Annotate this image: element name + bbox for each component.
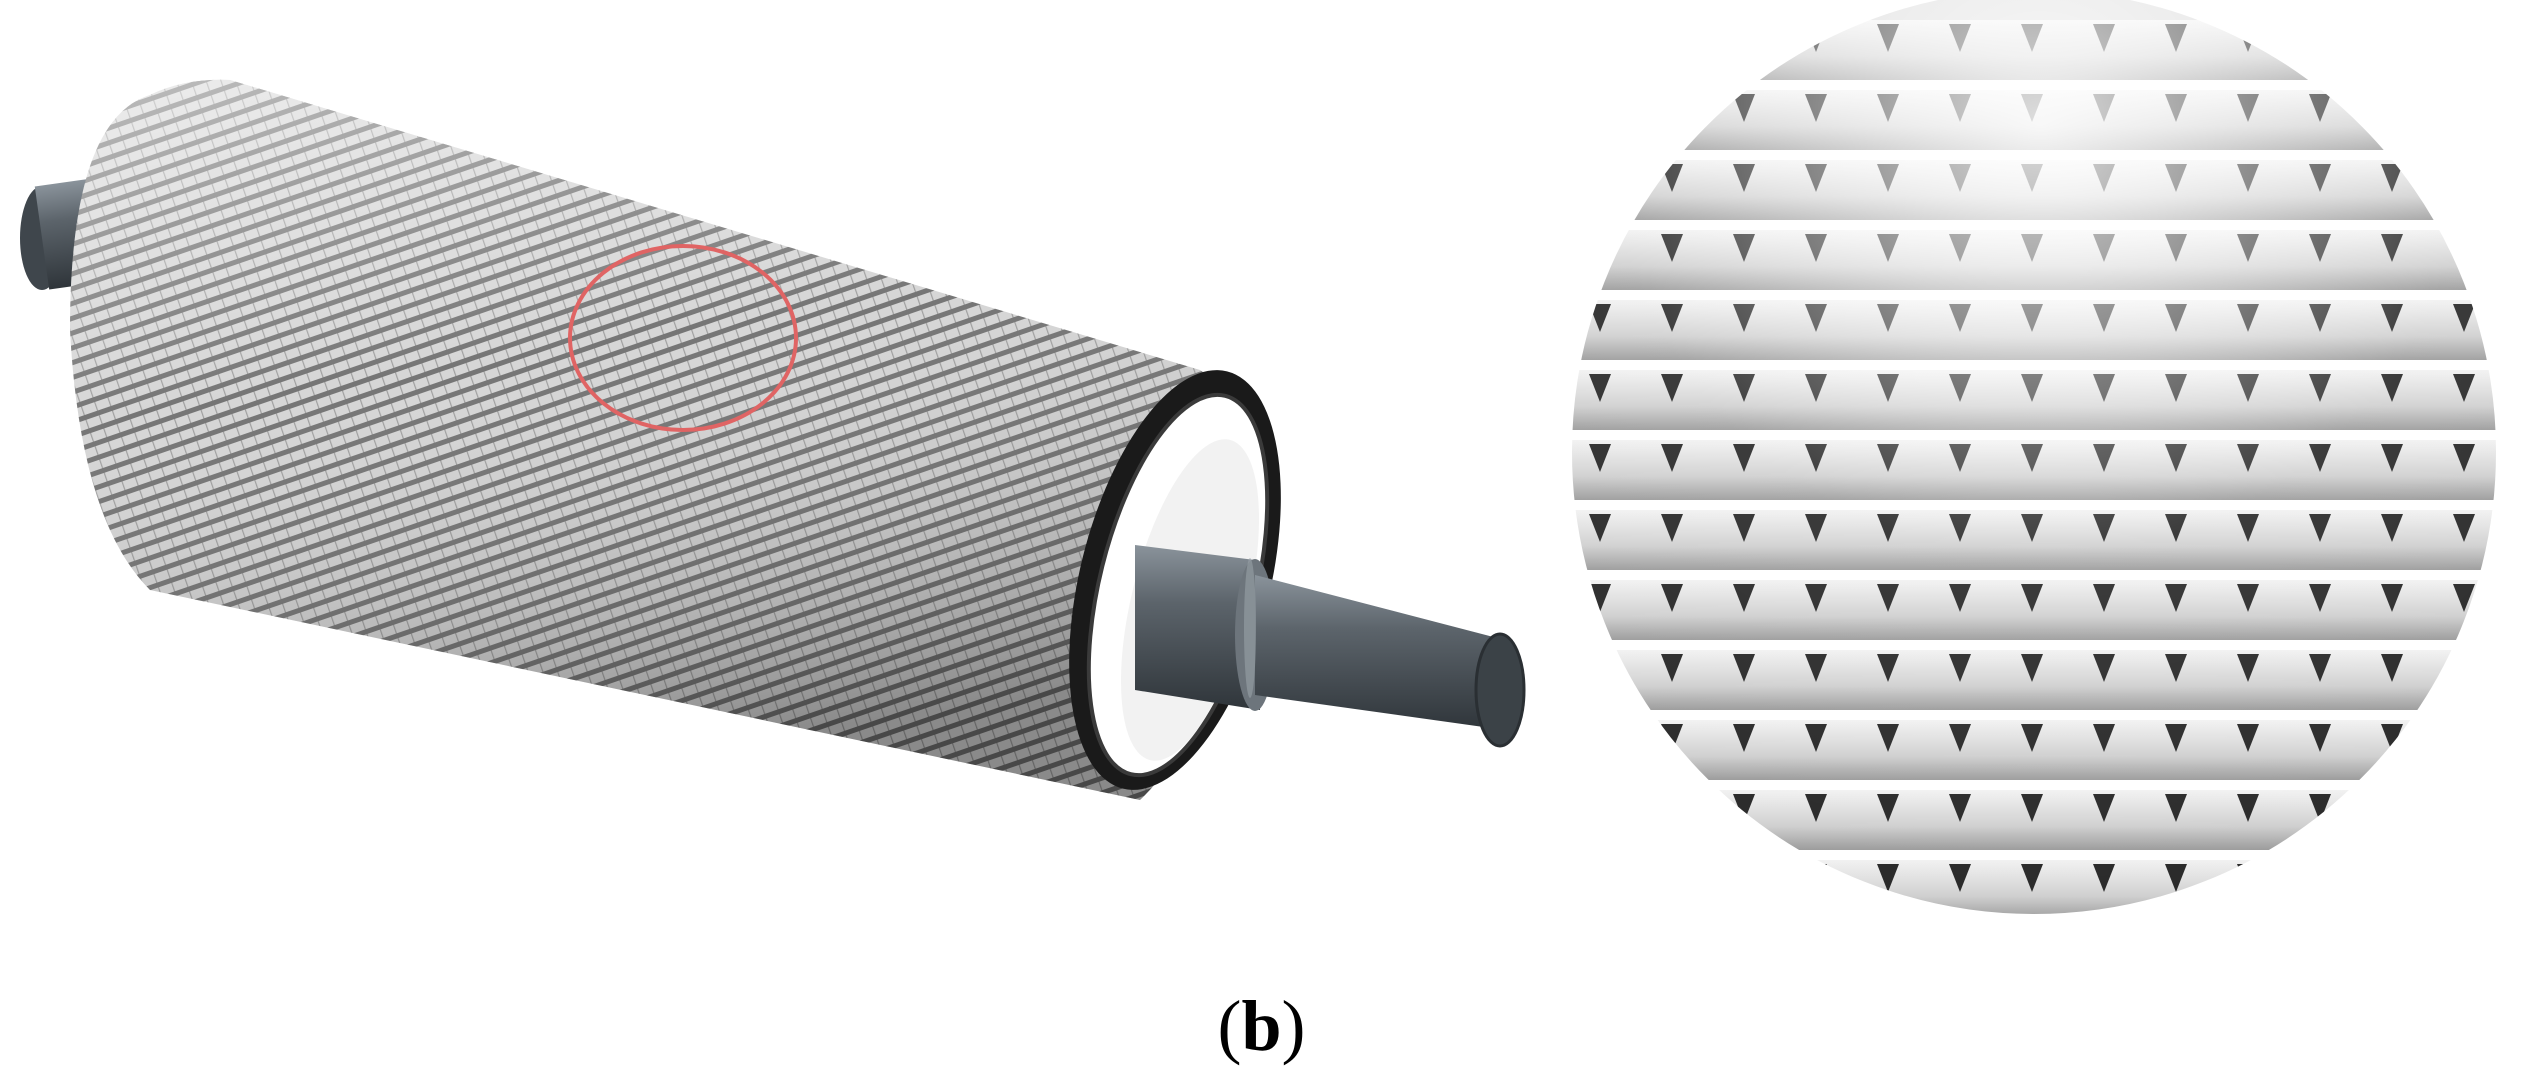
tooth-mark <box>2381 24 2403 52</box>
tooth-mark <box>2381 794 2403 822</box>
tooth-mark <box>1589 164 1611 192</box>
tooth-mark <box>1661 24 1683 52</box>
tooth-mark <box>2453 24 2475 52</box>
tooth-mark <box>2021 934 2043 962</box>
tooth-mark <box>1589 864 1611 892</box>
tooth-row-edge <box>1570 920 2500 930</box>
tooth-mark <box>2381 864 2403 892</box>
tooth-mark <box>1661 94 1683 122</box>
tooth-mark <box>1589 794 1611 822</box>
tooth-mark <box>2453 794 2475 822</box>
tooth-mark <box>2453 864 2475 892</box>
tooth-mark <box>1661 794 1683 822</box>
tooth-mark <box>2381 94 2403 122</box>
panel-label-open-paren: ( <box>1217 986 1242 1066</box>
tooth-mark <box>1733 24 1755 52</box>
tooth-mark <box>2381 934 2403 962</box>
tooth-mark <box>2453 724 2475 752</box>
magnified-texture-circle <box>1569 0 2500 990</box>
tooth-mark <box>1877 934 1899 962</box>
tooth-mark <box>1805 934 1827 962</box>
tooth-mark <box>1589 724 1611 752</box>
tooth-mark <box>1949 934 1971 962</box>
tooth-mark <box>1589 654 1611 682</box>
tooth-mark <box>2453 164 2475 192</box>
tooth-mark <box>1589 934 1611 962</box>
tooth-mark <box>2453 94 2475 122</box>
tooth-mark <box>1661 934 1683 962</box>
panel-label-close-paren: ) <box>1281 986 1306 1066</box>
tooth-mark <box>1589 234 1611 262</box>
highlight-circle <box>568 244 798 432</box>
tooth-mark <box>1589 94 1611 122</box>
shaft-illustration <box>1135 545 1526 748</box>
tooth-mark <box>2453 654 2475 682</box>
tooth-mark <box>1661 864 1683 892</box>
tooth-mark <box>2165 934 2187 962</box>
roller-illustration <box>20 79 1526 800</box>
tooth-mark <box>2309 24 2331 52</box>
tooth-mark <box>1589 24 1611 52</box>
tooth-row-band <box>1570 930 2500 990</box>
panel-label: (b) <box>0 990 2523 1062</box>
tooth-mark <box>1733 864 1755 892</box>
tooth-mark <box>2453 934 2475 962</box>
tooth-mark <box>1733 934 1755 962</box>
panel-label-letter: b <box>1241 986 1282 1066</box>
tooth-mark <box>2309 864 2331 892</box>
tooth-mark <box>2237 934 2259 962</box>
tooth-mark <box>2309 934 2331 962</box>
tooth-mark <box>2093 934 2115 962</box>
